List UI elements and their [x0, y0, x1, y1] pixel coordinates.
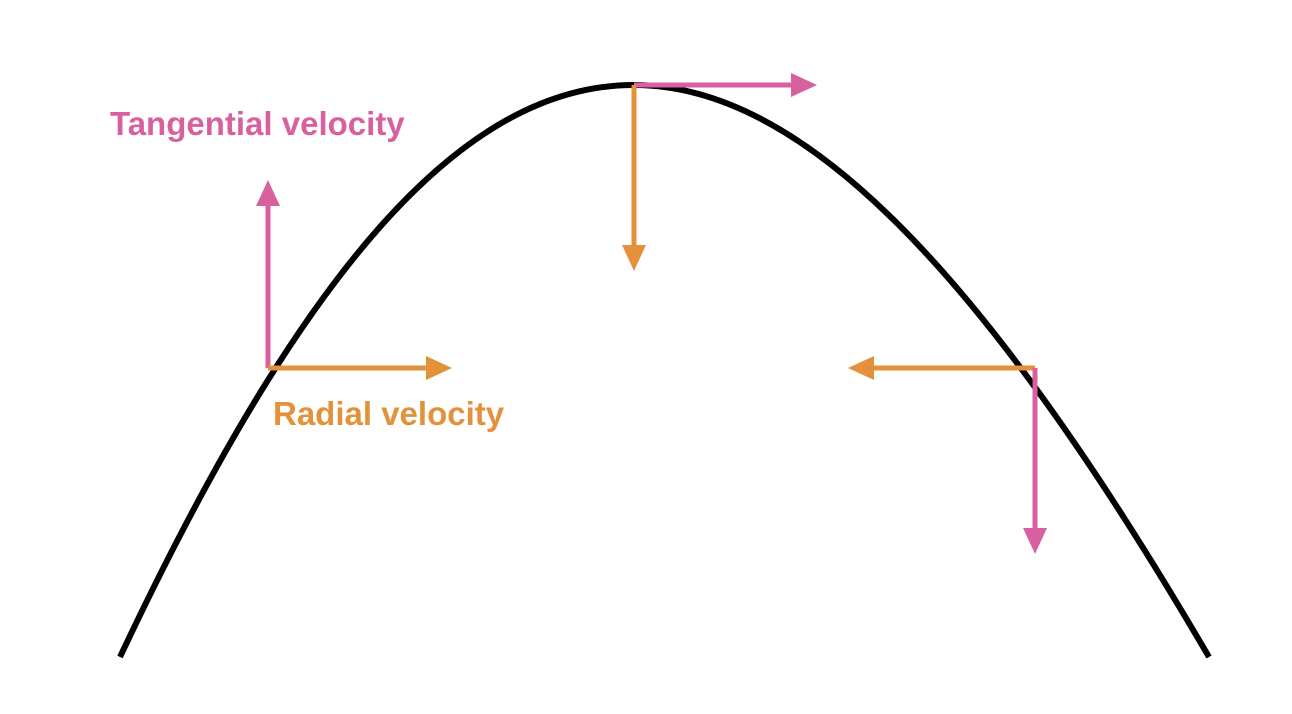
- left-radial-arrow: [268, 356, 452, 380]
- right-tangential-arrow: [1023, 368, 1047, 554]
- right-radial-arrow: [848, 356, 1035, 380]
- tangential-velocity-label: Tangential velocity: [110, 105, 405, 142]
- radial-velocity-label: Radial velocity: [273, 395, 505, 432]
- trajectory-curve: [117, 81, 1212, 659]
- apex-radial-arrow: [622, 85, 646, 271]
- apex-tangential-arrow: [634, 73, 817, 97]
- left-tangential-arrow: [256, 180, 280, 368]
